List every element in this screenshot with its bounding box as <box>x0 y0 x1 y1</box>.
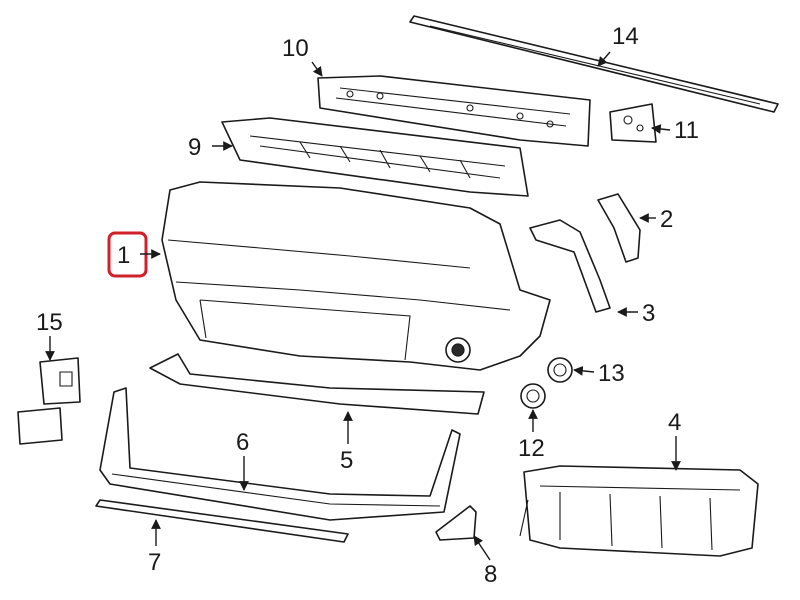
callout-5: 5 <box>340 447 353 474</box>
part-10-reinforcement <box>317 75 591 147</box>
part-7-strip <box>95 499 349 543</box>
callout-12: 12 <box>518 435 545 462</box>
part-14-strip <box>409 15 779 113</box>
callout-1: 1 <box>117 242 130 269</box>
part-1-fascia <box>161 181 551 371</box>
callout-11: 11 <box>674 117 699 144</box>
callout-14: 14 <box>612 23 639 50</box>
part-15-sensor <box>17 357 81 445</box>
callout-8: 8 <box>484 561 497 588</box>
leader-lines <box>45 51 681 561</box>
callout-13: 13 <box>598 360 625 387</box>
part-11-bracket <box>609 103 657 143</box>
part-13-grommet <box>547 357 573 383</box>
callout-7: 7 <box>148 549 161 576</box>
part-12-grommet <box>520 383 546 409</box>
part-2-bracket <box>597 193 641 263</box>
callout-15: 15 <box>36 309 63 336</box>
part-5-lip <box>149 353 485 415</box>
callout-3: 3 <box>642 300 655 327</box>
part-9-grille <box>221 117 529 197</box>
part-6-valance <box>99 387 461 521</box>
callout-4: 4 <box>668 409 681 436</box>
part-8-deflector <box>435 505 477 541</box>
callout-9: 9 <box>188 134 201 161</box>
part-4-absorber <box>519 465 759 557</box>
callout-2: 2 <box>660 206 673 233</box>
callout-10: 10 <box>282 35 309 62</box>
callout-6: 6 <box>236 429 249 456</box>
part-3-support <box>529 219 611 313</box>
